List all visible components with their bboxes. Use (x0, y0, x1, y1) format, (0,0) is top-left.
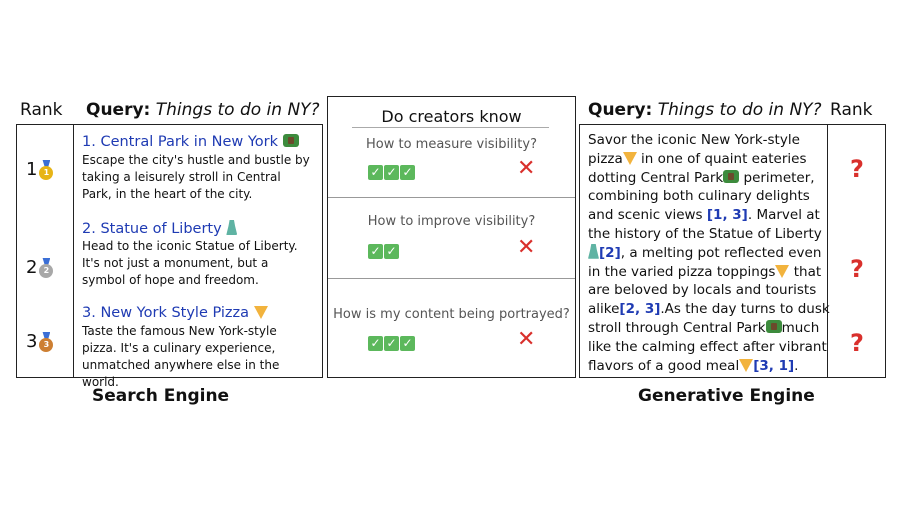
caption-generative-engine: Generative Engine (638, 386, 815, 406)
title-underline (352, 127, 549, 128)
caption-search-engine: Search Engine (92, 386, 230, 406)
search-result-title[interactable]: 2. Statue of Liberty (82, 220, 238, 237)
section-divider (328, 278, 575, 279)
gold-medal-icon: 1 (39, 159, 54, 180)
cross-icon: ✕ (517, 156, 536, 181)
query-header-right: Query: Things to do in NY? (588, 100, 822, 120)
checkmarks: ✓✓✓ (368, 332, 416, 351)
pizza-icon (253, 306, 268, 319)
question-measure: How to measure visibility? (366, 137, 537, 152)
check-icon: ✓ (384, 244, 399, 259)
rank-header-right: Rank (830, 100, 873, 120)
pizza-icon (739, 358, 754, 372)
check-icon: ✓ (384, 336, 399, 351)
check-icon: ✓ (368, 244, 383, 259)
unknown-rank-icon: ? (850, 155, 864, 183)
search-result-snippet: Taste the famous New York-style pizza. I… (82, 324, 280, 389)
question-portrayed: How is my content being portrayed? (333, 307, 570, 322)
liberty-icon (226, 220, 238, 235)
query-label: Query: (86, 100, 151, 120)
rank-header-left: Rank (20, 100, 63, 120)
citation[interactable]: [3, 1] (753, 357, 795, 374)
park-icon (765, 319, 782, 333)
query-text: Things to do in NY? (155, 100, 320, 120)
liberty-icon (588, 243, 599, 259)
citation[interactable]: [2, 3] (619, 301, 661, 318)
citation[interactable]: [2] (599, 244, 621, 261)
silver-medal-icon: 2 (39, 257, 54, 278)
section-divider (328, 197, 575, 198)
rank-1: 1 1 (26, 159, 54, 180)
rank-column-divider (73, 123, 74, 378)
generative-response: Savor the iconic New York-style pizza in… (588, 132, 830, 374)
search-result-title[interactable]: 1. Central Park in New York (82, 134, 299, 150)
bronze-medal-icon: 3 (39, 331, 54, 352)
search-result-snippet: Escape the city's hustle and bustle by t… (82, 153, 310, 201)
query-header-left: Query: Things to do in NY? (86, 100, 320, 120)
unknown-rank-icon: ? (850, 255, 864, 283)
search-engine-panel: 1 1 1. Central Park in New York Escape t… (16, 123, 323, 389)
rank-2: 2 2 (26, 257, 54, 278)
citation[interactable]: [1, 3] (706, 207, 748, 224)
check-icon: ✓ (400, 336, 415, 351)
rank-column-divider (827, 123, 828, 378)
unknown-rank-icon: ? (850, 329, 864, 357)
generative-engine-panel: Savor the iconic New York-style pizza in… (579, 123, 886, 378)
question-improve: How to improve visibility? (367, 214, 536, 229)
rank-3: 3 3 (26, 331, 54, 352)
query-label: Query: (588, 100, 653, 120)
cross-icon: ✕ (517, 235, 536, 260)
creators-panel: Do creators know How to measure visibili… (327, 96, 576, 378)
checkmarks: ✓✓ (368, 240, 400, 259)
park-icon (723, 169, 740, 183)
check-icon: ✓ (400, 165, 415, 180)
search-result-snippet: Head to the iconic Statue of Liberty. It… (82, 239, 298, 287)
check-icon: ✓ (384, 165, 399, 180)
panel-title: Do creators know (381, 107, 522, 126)
pizza-icon (622, 151, 637, 165)
check-icon: ✓ (368, 165, 383, 180)
cross-icon: ✕ (517, 327, 536, 352)
check-icon: ✓ (368, 336, 383, 351)
checkmarks: ✓✓✓ (368, 161, 416, 180)
search-result-title[interactable]: 3. New York Style Pizza (82, 305, 268, 321)
pizza-icon (775, 264, 790, 278)
park-icon (282, 134, 299, 147)
query-text: Things to do in NY? (657, 100, 822, 120)
